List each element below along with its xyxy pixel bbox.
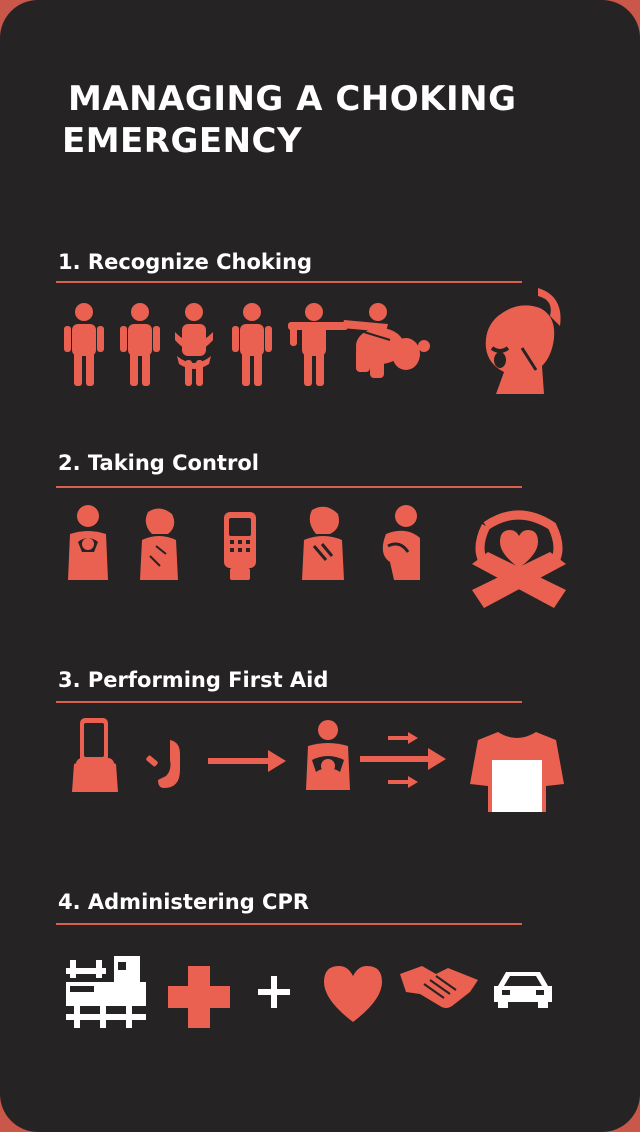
- person-thrust-icon: [306, 720, 350, 790]
- medical-cross-icon: [168, 966, 230, 1028]
- multi-arrow-icon: [360, 732, 446, 788]
- person-icon: [120, 303, 160, 386]
- person-hands-throat-icon: [68, 505, 108, 580]
- person-hugging-icon: [175, 303, 213, 386]
- section-1-heading: 1. Recognize Choking: [58, 250, 313, 274]
- title-line-1: MANAGING A CHOKING: [68, 79, 517, 119]
- heart-icon: [324, 966, 382, 1022]
- person-icon: [64, 303, 104, 386]
- woman-distress-icon: [140, 508, 178, 580]
- phone-icon: [224, 512, 256, 580]
- hand-icon: [146, 740, 180, 788]
- hospital-icon: [66, 956, 146, 1028]
- section-1-divider: [56, 281, 522, 283]
- person-icon: [232, 303, 272, 386]
- person-phone-icon: [72, 718, 118, 792]
- section-2-heading: 2. Taking Control: [58, 451, 259, 475]
- section-3-divider: [56, 701, 522, 703]
- hug-heart-icon: [472, 510, 566, 608]
- section-3-heading: 3. Performing First Aid: [58, 668, 329, 692]
- shirt-icon: [470, 732, 564, 812]
- person-pointing-icon: [288, 303, 348, 386]
- section-2-divider: [56, 486, 522, 488]
- car-icon: [494, 972, 552, 1008]
- handshake-icon: [400, 966, 478, 1008]
- section-4-divider: [56, 923, 522, 925]
- person-fallen-icon: [342, 303, 430, 378]
- page-title: MANAGING A CHOKING EMERGENCY: [62, 78, 582, 162]
- title-line-2: EMERGENCY: [62, 121, 303, 161]
- plus-icon: [258, 976, 290, 1008]
- section-4-heading: 4. Administering CPR: [58, 890, 310, 914]
- choking-head-icon: [485, 288, 561, 394]
- person-hunched-icon: [382, 505, 420, 580]
- woman-hands-chest-icon: [302, 506, 344, 580]
- arrow-right-icon: [208, 750, 286, 772]
